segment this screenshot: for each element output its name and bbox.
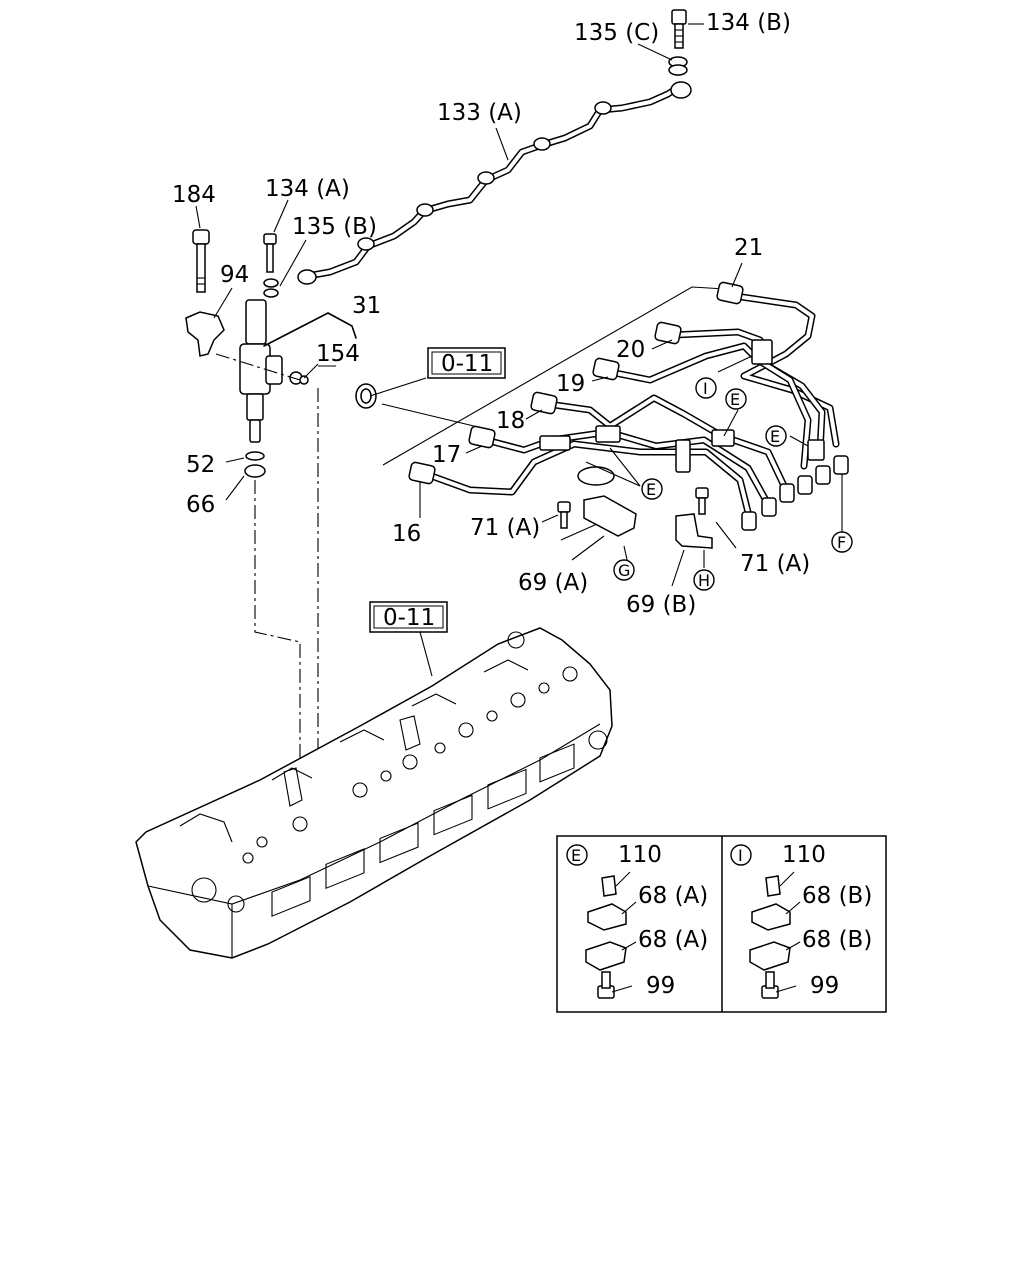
bolt-134b bbox=[668, 9, 688, 76]
svg-text:G: G bbox=[618, 561, 630, 580]
label-17: 17 bbox=[432, 442, 461, 468]
label-135c: 135 (C) bbox=[574, 20, 659, 46]
label-19: 19 bbox=[556, 371, 585, 397]
label-71a-left: 71 (A) bbox=[470, 515, 540, 541]
svg-text:I: I bbox=[703, 379, 708, 398]
callout-f: F bbox=[831, 531, 853, 553]
label-66: 66 bbox=[186, 492, 215, 518]
feed-pipe-133a bbox=[297, 81, 692, 285]
label-134a: 134 (A) bbox=[265, 176, 350, 202]
callout-e2: E bbox=[765, 425, 787, 447]
svg-text:E: E bbox=[770, 427, 780, 446]
ref-bottom-label: 0-11 bbox=[383, 605, 435, 631]
legend-box bbox=[556, 835, 887, 1013]
label-133a: 133 (A) bbox=[437, 100, 522, 126]
label-94: 94 bbox=[220, 262, 249, 288]
legend-left-nut: 110 bbox=[618, 842, 662, 868]
callout-e3: E bbox=[641, 478, 663, 500]
label-134b: 134 (B) bbox=[706, 10, 791, 36]
label-135b: 135 (B) bbox=[292, 214, 377, 240]
ref-box-bottom: 0-11 bbox=[369, 601, 448, 677]
svg-text:E: E bbox=[646, 480, 656, 499]
label-71a-right: 71 (A) bbox=[740, 551, 810, 577]
seal-ring bbox=[355, 383, 377, 409]
callout-i1: I bbox=[695, 377, 717, 399]
legend-right-clamp-lower: 68 (B) bbox=[802, 927, 872, 953]
label-21: 21 bbox=[734, 235, 763, 261]
cylinder-head bbox=[135, 627, 613, 959]
injector-assembly bbox=[185, 229, 319, 824]
label-31: 31 bbox=[352, 293, 381, 319]
svg-text:E: E bbox=[730, 390, 740, 409]
legend-right-bolt: 99 bbox=[810, 973, 839, 999]
svg-text:H: H bbox=[698, 571, 710, 590]
label-20: 20 bbox=[616, 337, 645, 363]
label-184: 184 bbox=[172, 182, 216, 208]
label-69a: 69 (A) bbox=[518, 570, 588, 596]
callout-legend-e: E bbox=[566, 844, 588, 866]
label-154: 154 bbox=[316, 341, 360, 367]
legend-right-nut: 110 bbox=[782, 842, 826, 868]
label-18: 18 bbox=[496, 408, 525, 434]
svg-text:I: I bbox=[738, 846, 743, 865]
svg-text:E: E bbox=[571, 846, 581, 865]
label-69b: 69 (B) bbox=[626, 592, 696, 618]
label-52: 52 bbox=[186, 452, 215, 478]
callout-e1: E bbox=[725, 388, 747, 410]
ref-top-label: 0-11 bbox=[441, 351, 493, 377]
legend-left-bolt: 99 bbox=[646, 973, 675, 999]
callout-h: H bbox=[693, 569, 715, 591]
legend-left-clamp-upper: 68 (A) bbox=[638, 883, 708, 909]
legend-left-clamp-lower: 68 (A) bbox=[638, 927, 708, 953]
callout-legend-i: I bbox=[730, 844, 752, 866]
legend-right-clamp-upper: 68 (B) bbox=[802, 883, 872, 909]
label-16: 16 bbox=[392, 521, 421, 547]
injection-pipe-bundle bbox=[369, 262, 849, 587]
ref-box-top: 0-11 bbox=[427, 347, 506, 379]
callout-g: G bbox=[613, 559, 635, 581]
svg-text:F: F bbox=[837, 533, 846, 552]
